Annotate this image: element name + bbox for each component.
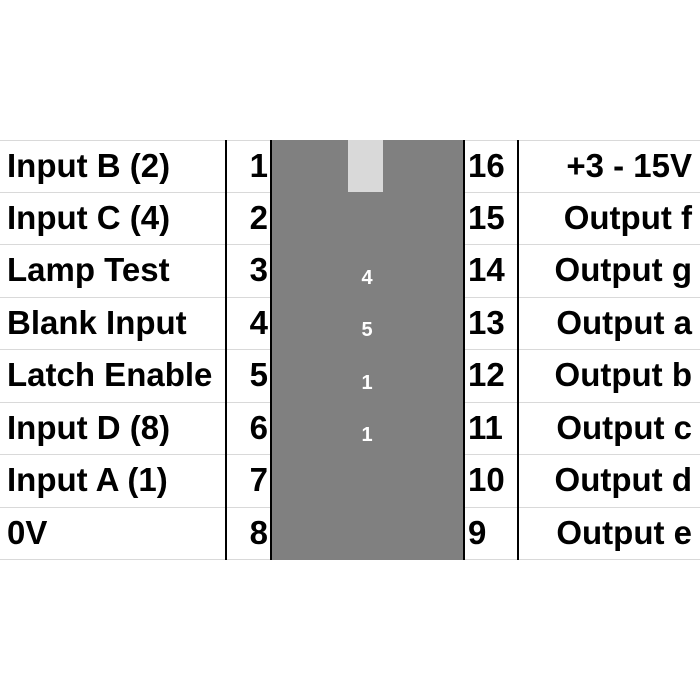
pin-row: Blank Input 4 13 Output a [0,297,700,349]
left-pin-label: Lamp Test [7,251,170,288]
right-pin-number: 16 [468,147,505,184]
left-pin-label: Input D (8) [7,409,171,446]
pin-row: Latch Enable 5 12 Output b [0,349,700,401]
pin-row: Input B (2) 1 16 +3 - 15V [0,140,700,192]
right-pin-number: 15 [468,199,505,236]
left-pin-label: Input B (2) [7,147,171,184]
pin-row: Input C (4) 2 15 Output f [0,192,700,244]
right-pin-label: Output c [556,409,692,446]
left-pin-number: 2 [249,199,268,236]
right-pin-label: +3 - 15V [566,147,692,184]
column-divider [463,140,465,560]
column-divider [270,140,272,560]
chip-marking: 1 [361,424,373,446]
chip-marking: 5 [361,319,373,341]
right-pin-number: 12 [468,356,505,393]
ic-chip-body: 4 5 1 1 [271,140,463,560]
left-pin-label: Input A (1) [7,461,168,498]
left-pin-label: Blank Input [7,304,187,341]
right-pin-label: Output d [554,461,692,498]
right-pin-label: Output g [554,251,692,288]
pin-row: 0V 8 9 Output e [0,507,700,559]
left-pin-label: Input C (4) [7,199,171,236]
right-pin-label: Output a [556,304,692,341]
left-pin-number: 1 [249,147,268,184]
chip-marking: 4 [361,267,373,289]
column-divider [517,140,519,560]
pin-row: Lamp Test 3 14 Output g [0,244,700,296]
column-divider [225,140,227,560]
right-pin-label: Output b [554,356,692,393]
left-pin-number: 6 [249,409,268,446]
right-pin-number: 14 [468,251,505,288]
left-pin-number: 8 [249,514,268,551]
left-pin-number: 4 [249,304,268,341]
left-pin-number: 5 [249,356,268,393]
right-pin-number: 11 [468,409,503,446]
right-pin-label: Output e [556,514,692,551]
right-pin-number: 13 [468,304,505,341]
pinout-diagram: 4 5 1 1 Input B (2) 1 16 +3 - 15V Input … [0,140,700,560]
left-pin-label: 0V [7,514,48,551]
pin-row: Input A (1) 7 10 Output d [0,454,700,506]
left-pin-label: Latch Enable [7,356,213,393]
left-pin-number: 7 [249,461,268,498]
right-pin-number: 10 [468,461,505,498]
right-pin-number: 9 [468,514,487,551]
pin-row: Input D (8) 6 11 Output c [0,402,700,454]
right-pin-label: Output f [563,199,692,236]
left-pin-number: 3 [249,251,268,288]
chip-notch [348,140,383,192]
chip-marking: 1 [361,372,373,394]
